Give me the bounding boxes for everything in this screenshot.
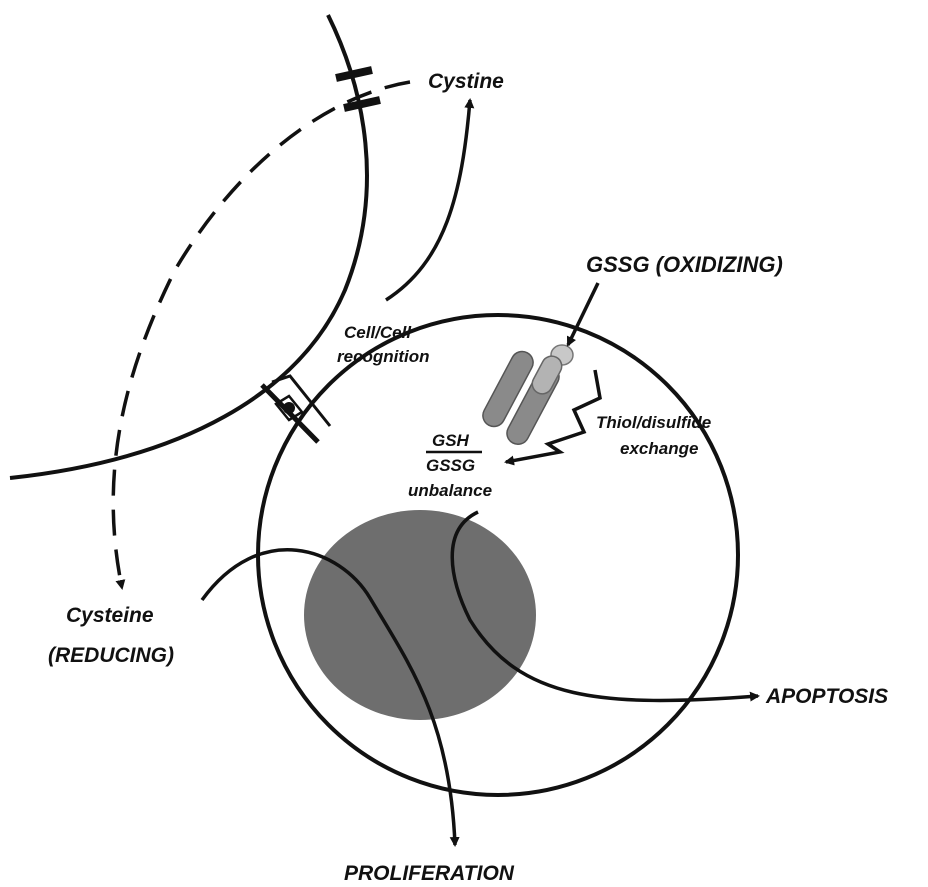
- label-cystine: Cystine: [428, 70, 504, 93]
- label-exchange: exchange: [620, 439, 698, 458]
- label-apoptosis: APOPTOSIS: [765, 685, 888, 708]
- label-gsh: GSH: [432, 431, 470, 450]
- membrane-transporter: [335, 66, 381, 112]
- label-cysteine: Cysteine: [66, 604, 154, 627]
- arrow-to-cystine: [385, 98, 475, 302]
- arrow-gssg-to-receptor: [566, 282, 600, 347]
- label-gssg-oxidizing: GSSG (OXIDIZING): [586, 252, 783, 277]
- nucleus: [304, 510, 536, 720]
- label-reducing: (REDUCING): [48, 644, 174, 667]
- membrane-receptor: [482, 344, 574, 446]
- label-unbalance: unbalance: [408, 481, 492, 500]
- label-recognition: recognition: [337, 347, 430, 366]
- cell-recognition-contact: [260, 374, 332, 444]
- cystine-to-cysteine-dashed-path: [111, 80, 411, 590]
- neighbor-cell-membrane: [9, 14, 369, 480]
- label-thiol-disulfide: Thiol/disulfide: [596, 413, 711, 432]
- apoptosis-pathway-arrow: [450, 510, 760, 703]
- proliferation-pathway-arrow: [200, 548, 460, 847]
- label-gssg: GSSG: [426, 456, 475, 475]
- label-proliferation: PROLIFERATION: [344, 862, 515, 885]
- label-cell-cell: Cell/Cell: [344, 323, 412, 342]
- thiol-exchange-zigzag-arrow: [504, 369, 602, 466]
